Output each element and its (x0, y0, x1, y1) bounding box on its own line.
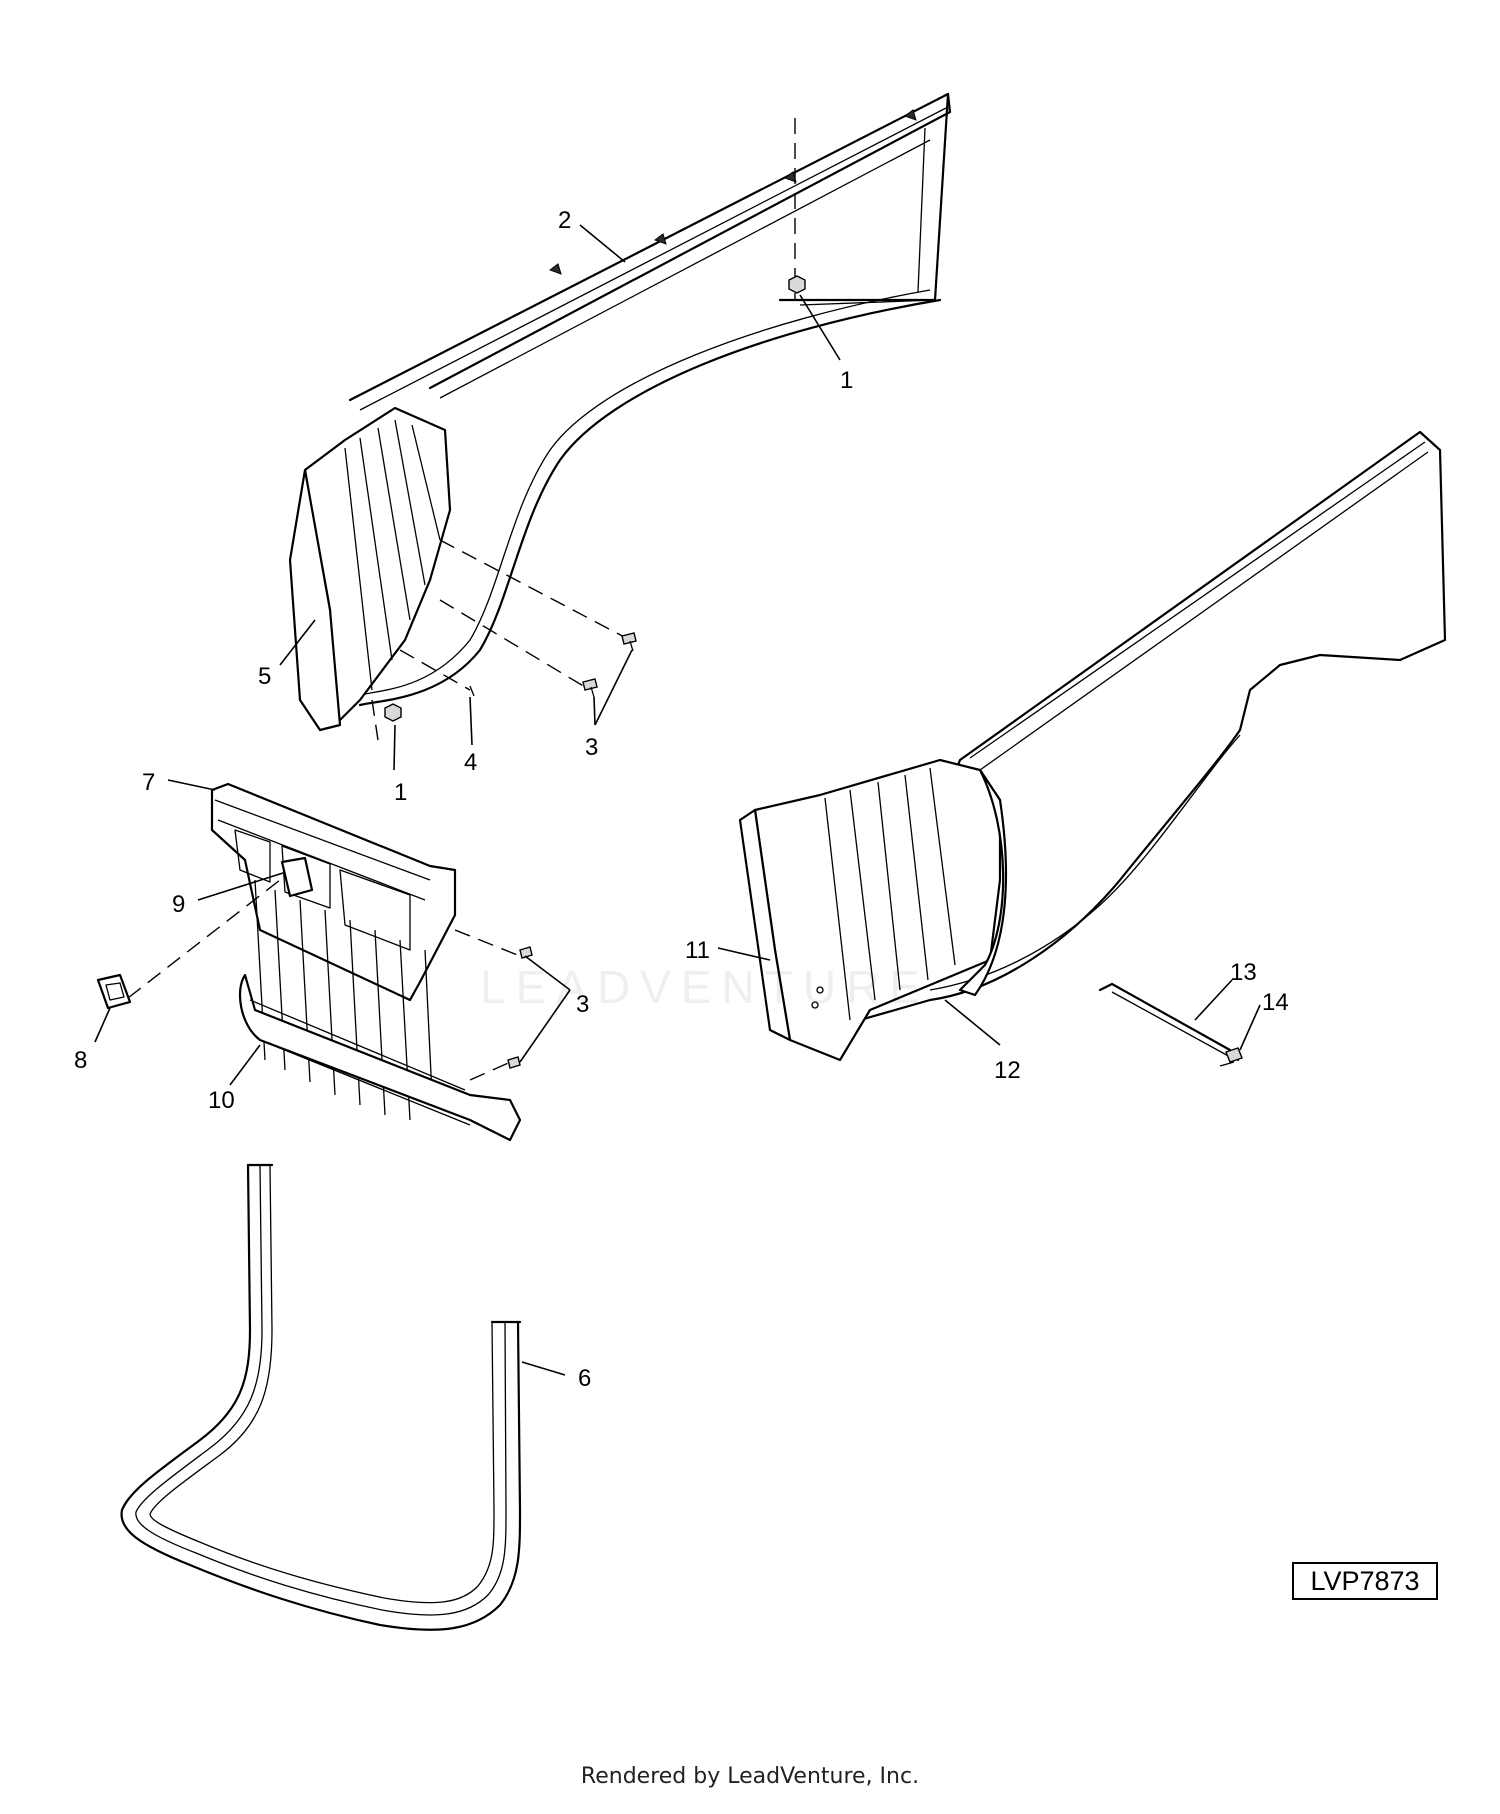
hood-side-panel-right (738, 430, 1447, 1062)
nut-icon (384, 275, 806, 722)
callout-6: 6 (578, 1365, 591, 1392)
emblem-icon (96, 973, 132, 1010)
clip-icon (1219, 1047, 1243, 1067)
callout-2: 2 (558, 207, 571, 234)
clip-icon (548, 109, 917, 275)
leader-lines (94, 224, 1261, 1376)
callout-13: 13 (1230, 959, 1257, 986)
callout-3: 3 (576, 991, 589, 1018)
assembly-line-emblem (127, 879, 281, 999)
footer-credit: Rendered by LeadVenture, Inc. (580, 1764, 920, 1789)
callout-9: 9 (172, 891, 185, 918)
callout-1: 1 (394, 779, 407, 806)
callout-8: 8 (74, 1047, 87, 1074)
screw-icon (469, 632, 637, 698)
callout-7: 7 (142, 769, 155, 796)
callout-3: 3 (585, 734, 598, 761)
callout-11: 11 (685, 937, 710, 964)
front-grille (210, 782, 522, 1142)
weatherstrip-seal (120, 1163, 522, 1631)
callout-1: 1 (840, 367, 853, 394)
screw-icon (454, 929, 533, 1081)
hood-side-panel-left (288, 92, 952, 732)
callout-labels: 1 2 5 4 3 1 7 9 8 10 3 11 12 13 14 6 (74, 207, 1289, 1392)
callout-5: 5 (258, 663, 271, 690)
drawing-code: LVP7873 (1292, 1562, 1438, 1600)
callout-4: 4 (464, 749, 477, 776)
callout-14: 14 (1262, 989, 1289, 1016)
assembly-lines-upper (371, 118, 796, 741)
watermark: LEADVENTURE (480, 961, 930, 1013)
callout-10: 10 (208, 1087, 235, 1114)
callout-12: 12 (994, 1057, 1021, 1084)
